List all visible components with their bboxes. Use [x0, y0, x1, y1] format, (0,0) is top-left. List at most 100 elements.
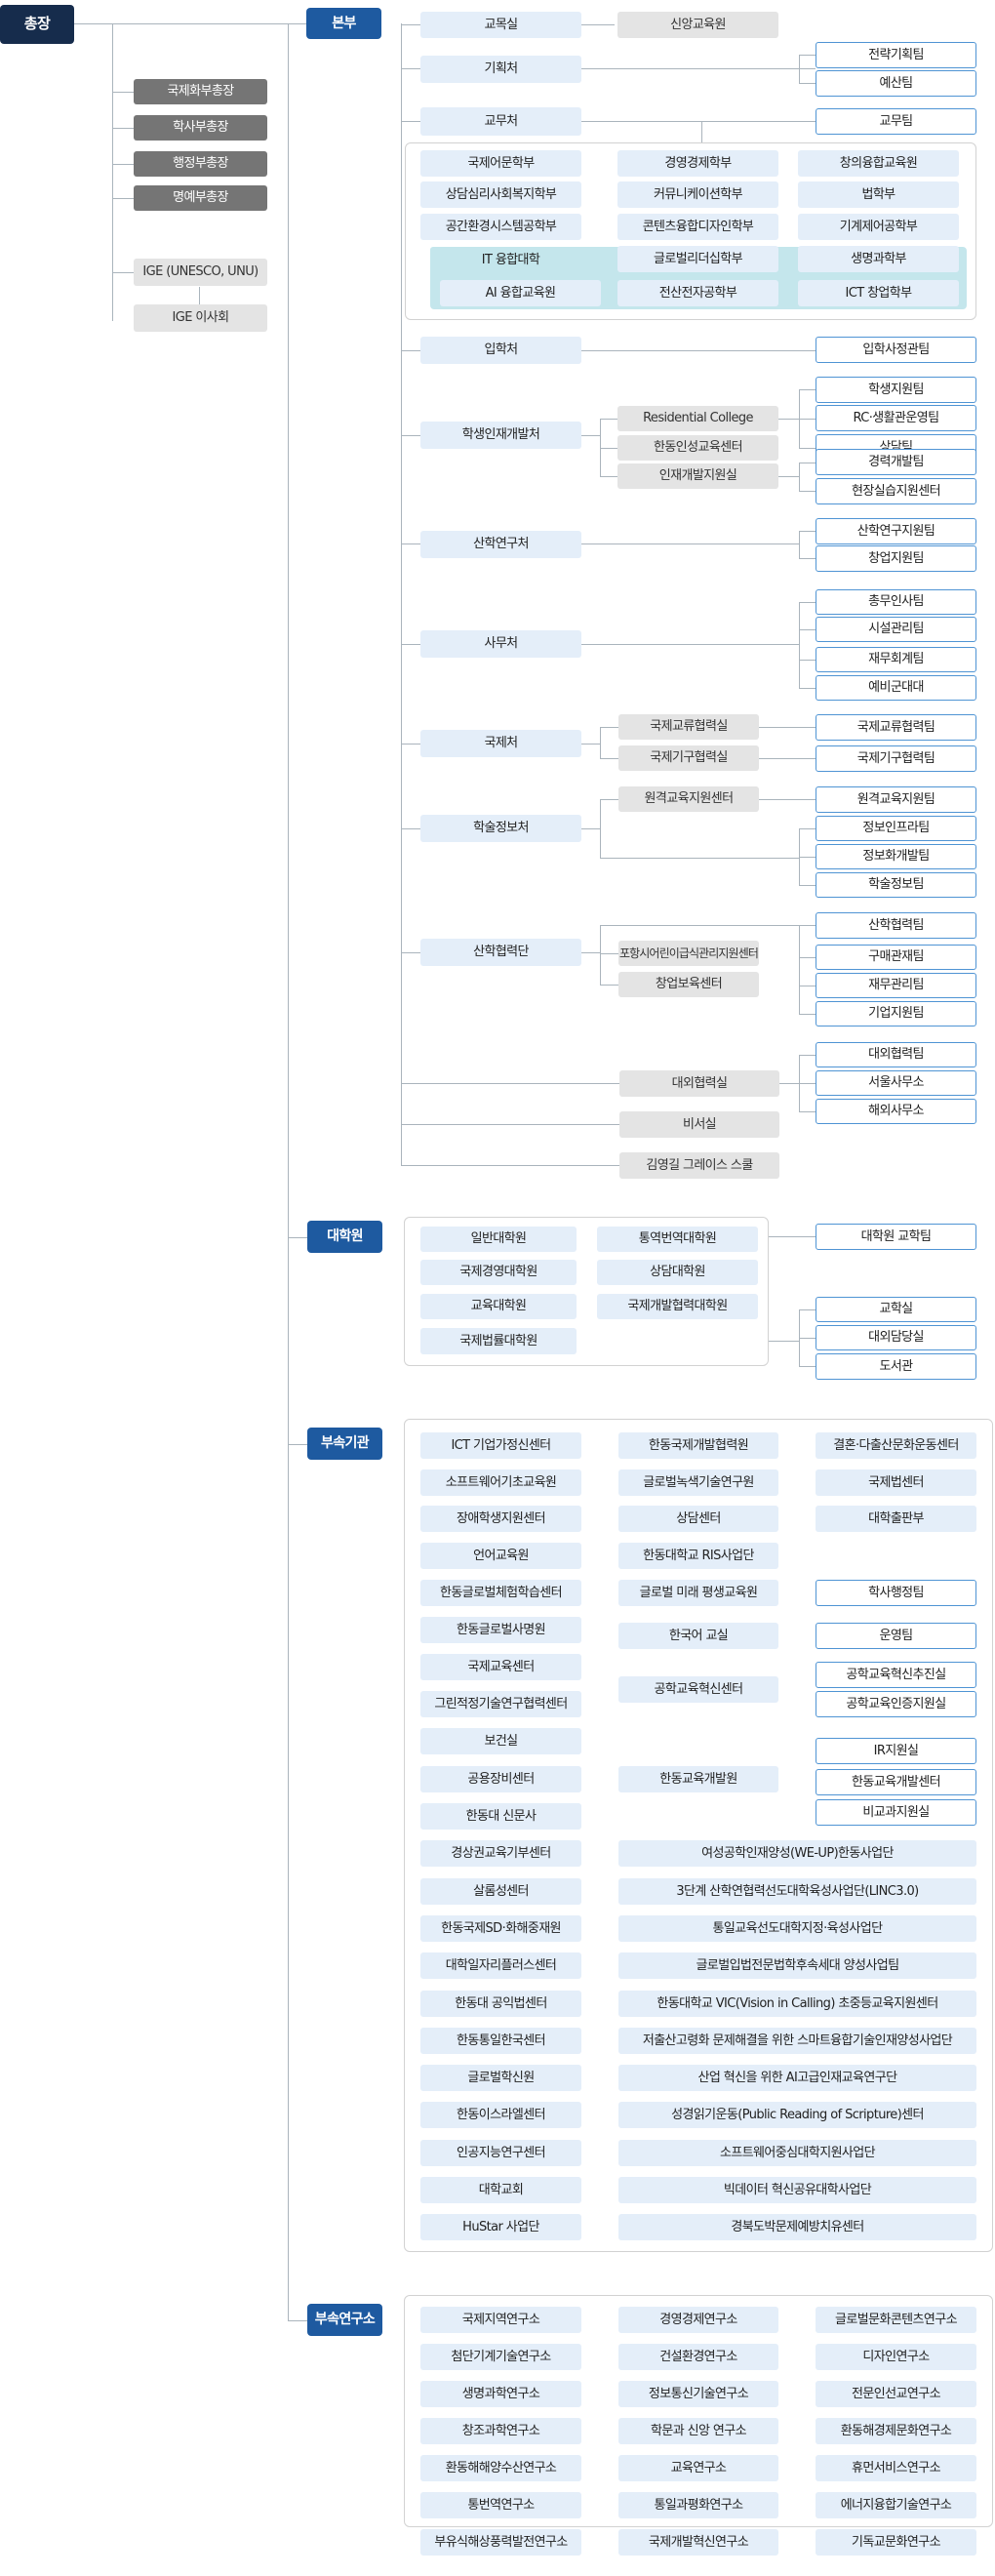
team-box: 비교과지원실 — [816, 1799, 976, 1826]
connector — [600, 419, 618, 420]
team-box: 재무회계팀 — [816, 647, 976, 672]
connector — [799, 531, 800, 559]
school-box: 글로벌리더십학부 — [617, 246, 778, 272]
team-box: 대외협력팀 — [816, 1042, 976, 1067]
institution-box: ICT 기업가정신센터 — [420, 1432, 581, 1459]
institute-box: 환동해경제문화연구소 — [816, 2418, 976, 2444]
connector — [112, 272, 134, 273]
connector — [799, 531, 816, 532]
institution-box: 그린적정기술연구협력센터 — [420, 1691, 581, 1717]
connector — [600, 925, 601, 986]
institute-box: 디자인연구소 — [816, 2344, 976, 2370]
institution-box: 한동대 신문사 — [420, 1803, 581, 1830]
institute-box: 경영경제연구소 — [618, 2307, 778, 2333]
institute-box: 에너지융합기술연구소 — [816, 2492, 976, 2518]
institute-box: 환동해해양수산연구소 — [420, 2455, 581, 2481]
school-box: 기계제어공학부 — [798, 214, 959, 240]
connector — [288, 1444, 307, 1445]
connector — [799, 602, 816, 603]
connector — [799, 925, 816, 926]
institute-box: 통번역연구소 — [420, 2492, 581, 2518]
team-box: 도서관 — [816, 1353, 976, 1380]
connector — [600, 419, 601, 476]
connector — [600, 727, 601, 759]
institute-box: 부유식해상풍력발전연구소 — [420, 2529, 581, 2556]
unit-box: 산학연구처 — [420, 531, 581, 558]
unit-box: 교무처 — [420, 107, 581, 136]
institution-box: 한동교육개발원 — [618, 1766, 778, 1792]
team-box: 학술정보팀 — [816, 872, 976, 898]
team-box: 공학교육인증지원실 — [816, 1691, 976, 1717]
connector — [288, 2320, 307, 2321]
institute-box: 휴먼서비스연구소 — [816, 2455, 976, 2481]
institution-box: 살롬성센터 — [420, 1878, 581, 1905]
team-box: 산학연구지원팀 — [816, 518, 976, 544]
team-box: 교무팀 — [816, 108, 976, 135]
connector — [799, 1014, 816, 1015]
grad-school-box: 국제개발협력대학원 — [597, 1294, 758, 1319]
institution-box: 결혼·다출산문화운동센터 — [816, 1432, 976, 1459]
institute-box: 교육연구소 — [618, 2455, 778, 2481]
institution-box: 3단계 산학연협력선도대학육성사업단(LINC3.0) — [618, 1878, 976, 1905]
sub-unit-box: 한동인성교육센터 — [617, 435, 778, 461]
connector — [112, 198, 134, 199]
institutes-header: 부속연구소 — [307, 2304, 382, 2336]
institution-box: 국제법센터 — [816, 1469, 976, 1496]
connector — [799, 491, 816, 492]
connector — [799, 448, 816, 449]
connector — [288, 1237, 307, 1238]
school-box: IT 융합대학 — [430, 247, 591, 273]
team-box: 서울사무소 — [816, 1070, 976, 1096]
connector — [600, 727, 618, 728]
institution-box: 글로벌학신원 — [420, 2065, 581, 2091]
sub-unit-box: 국제교류협력실 — [618, 714, 759, 740]
institution-box: 한동국제개발협력원 — [618, 1432, 778, 1459]
main-office-header: 본부 — [306, 8, 381, 39]
connector — [799, 1055, 816, 1056]
institution-box: 대학출판부 — [816, 1506, 976, 1532]
institution-box: 한동대학교 RIS사업단 — [618, 1543, 778, 1569]
connector — [68, 23, 306, 24]
sub-unit-box: 창업보육센터 — [618, 972, 759, 997]
school-box: 국제어문학부 — [420, 150, 581, 177]
connector — [799, 602, 800, 689]
connector — [778, 419, 816, 420]
connector — [799, 957, 816, 958]
school-box: 생명과학부 — [798, 246, 959, 272]
grad-school-box: 통역번역대학원 — [597, 1227, 758, 1252]
connector — [288, 23, 289, 2320]
team-box: 교학실 — [816, 1297, 976, 1322]
institution-box: 보건실 — [420, 1728, 581, 1754]
connector — [600, 476, 618, 477]
vice-president-academic: 학사부총장 — [134, 115, 267, 141]
connector — [600, 758, 618, 759]
institution-box: 장애학생지원센터 — [420, 1506, 581, 1532]
connector — [778, 476, 799, 477]
connector — [799, 463, 800, 492]
connector — [799, 55, 816, 56]
sub-unit-box: Residential College — [617, 406, 778, 431]
institution-box: 상담센터 — [618, 1506, 778, 1532]
unit-box: 김영길 그레이스 스쿨 — [619, 1152, 779, 1179]
grad-school-box: 국제법률대학원 — [420, 1328, 577, 1354]
president-box: 총장 — [0, 5, 74, 44]
institution-box: 경북도박문제예방치유센터 — [618, 2214, 976, 2240]
institution-box: 빅데이터 혁신공유대학사업단 — [618, 2177, 976, 2203]
connector — [401, 350, 816, 351]
connector — [600, 448, 618, 449]
connector — [799, 558, 816, 559]
institution-box: 한동글로벌체험학습센터 — [420, 1580, 581, 1606]
connector — [112, 164, 134, 165]
institution-box: 여성공학인재양성(WE-UP)한동사업단 — [618, 1840, 976, 1867]
unit-box: 대외협력실 — [619, 1070, 779, 1097]
connector — [759, 727, 816, 728]
unit-box: 비서실 — [619, 1111, 779, 1138]
team-box: 예산팀 — [816, 70, 976, 97]
connector — [799, 1338, 816, 1339]
institution-box: 글로벌녹색기술연구원 — [618, 1469, 778, 1496]
team-box: 공학교육혁신추진실 — [816, 1662, 976, 1688]
institution-box: 대학일자리플러스센터 — [420, 1952, 581, 1979]
connector — [799, 857, 816, 858]
connector — [759, 799, 816, 800]
team-box: 국제교류협력팀 — [816, 714, 976, 741]
